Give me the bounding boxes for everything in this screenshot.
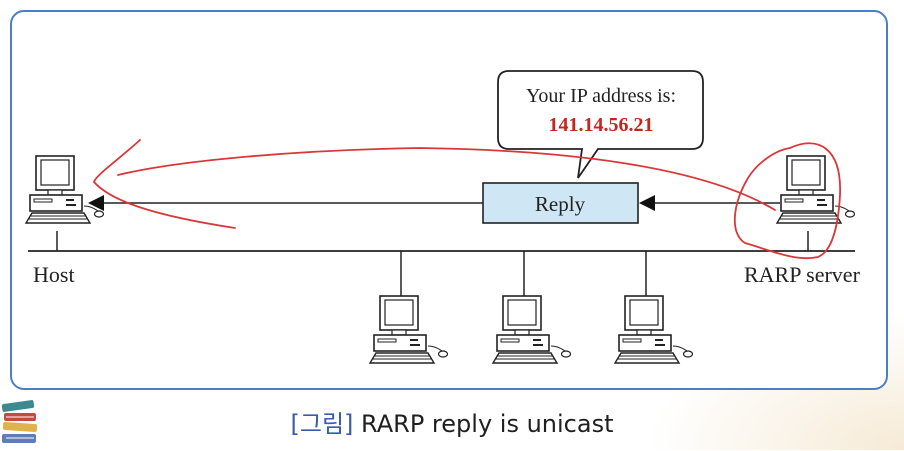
handwritten-annotation	[92, 139, 841, 259]
lan-computer-2-icon	[492, 295, 572, 364]
arrow-to-reply-icon	[639, 195, 655, 211]
host-label: Host	[33, 262, 75, 287]
reply-packet-box	[482, 182, 639, 224]
callout-line-1: Your IP address is:	[526, 85, 676, 107]
lan-computer-3-icon	[614, 295, 694, 364]
caption-text: RARP reply is unicast	[353, 410, 614, 438]
callout-bubble	[497, 70, 704, 179]
rarp-server-computer-icon	[776, 155, 856, 224]
books-icon	[0, 398, 40, 451]
diagram-frame	[10, 10, 888, 390]
lan-computer-1-icon	[369, 295, 449, 364]
rarp-server-label: RARP server	[744, 262, 861, 287]
reply-box-label: Reply	[535, 192, 586, 216]
host-computer-icon	[25, 155, 105, 224]
ip-address-text: 141.14.56.21	[549, 114, 654, 136]
figure-caption: [그림] RARP reply is unicast	[0, 404, 904, 439]
caption-tag: [그림]	[290, 410, 354, 438]
arrow-to-host-icon	[88, 195, 104, 211]
